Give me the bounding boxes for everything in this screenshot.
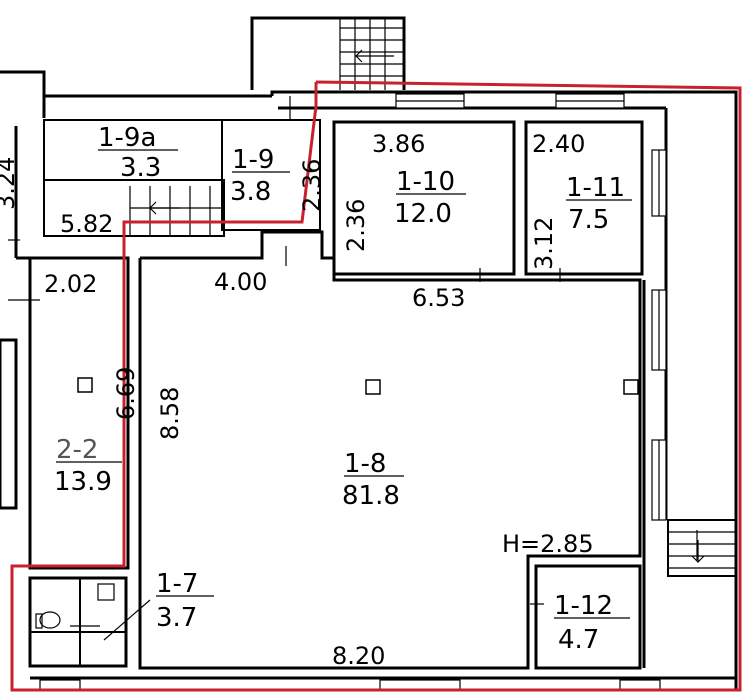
walls bbox=[0, 16, 738, 691]
room-2-2-id: 2-2 bbox=[56, 435, 98, 465]
room-1-10-area: 12.0 bbox=[394, 199, 452, 229]
columns bbox=[77, 377, 639, 395]
dim-2-40: 2.40 bbox=[532, 130, 585, 158]
room-1-7-area: 3.7 bbox=[156, 603, 197, 633]
ceiling-height-label: H=2.85 bbox=[502, 530, 594, 558]
room-1-8-area: 81.8 bbox=[342, 481, 400, 511]
dim-3-86: 3.86 bbox=[372, 130, 425, 158]
dim-3-12: 3.12 bbox=[530, 217, 558, 270]
dim-2-02: 2.02 bbox=[44, 270, 97, 298]
dim-2-36-room-1-9: 2.36 bbox=[298, 159, 326, 212]
room-2-2-area: 13.9 bbox=[54, 467, 112, 497]
dim-5-82: 5.82 bbox=[60, 210, 113, 238]
room-1-10-id: 1-10 bbox=[396, 167, 455, 197]
room-1-8-id: 1-8 bbox=[344, 449, 386, 479]
dim-6-53: 6.53 bbox=[412, 284, 465, 312]
dim-8-20: 8.20 bbox=[332, 642, 385, 670]
room-1-7-id: 1-7 bbox=[156, 569, 198, 599]
room-1-11-area: 7.5 bbox=[568, 205, 609, 235]
dim-4-00: 4.00 bbox=[214, 268, 267, 296]
room-1-11-id: 1-11 bbox=[566, 173, 625, 203]
dim-2-36-room-1-10: 2.36 bbox=[342, 199, 370, 252]
room-1-9-id: 1-9 bbox=[232, 145, 274, 175]
windows bbox=[39, 93, 667, 691]
toilet-icon bbox=[39, 611, 61, 629]
room-1-9a-area: 3.3 bbox=[120, 153, 161, 183]
room-1-9a-id: 1-9a bbox=[98, 123, 156, 153]
room-1-12-id: 1-12 bbox=[554, 591, 613, 621]
highlighted-area-boundary bbox=[10, 80, 742, 692]
dim-6-69: 6.69 bbox=[112, 367, 140, 420]
room-1-12-area: 4.7 bbox=[558, 625, 599, 655]
fixtures bbox=[35, 583, 151, 641]
sink-icon bbox=[97, 583, 115, 601]
dimension-labels: 3.86 2.36 2.36 2.40 3.12 4.00 6.53 2.02 … bbox=[0, 130, 594, 670]
dim-3-24: 3.24 bbox=[0, 157, 20, 210]
dim-8-58: 8.58 bbox=[156, 387, 184, 440]
room-1-9-area: 3.8 bbox=[230, 177, 271, 207]
markers bbox=[8, 49, 705, 605]
room-labels: 1-8 81.8 1-9a 3.3 1-9 3.8 1-10 12.0 1-11… bbox=[54, 123, 632, 655]
